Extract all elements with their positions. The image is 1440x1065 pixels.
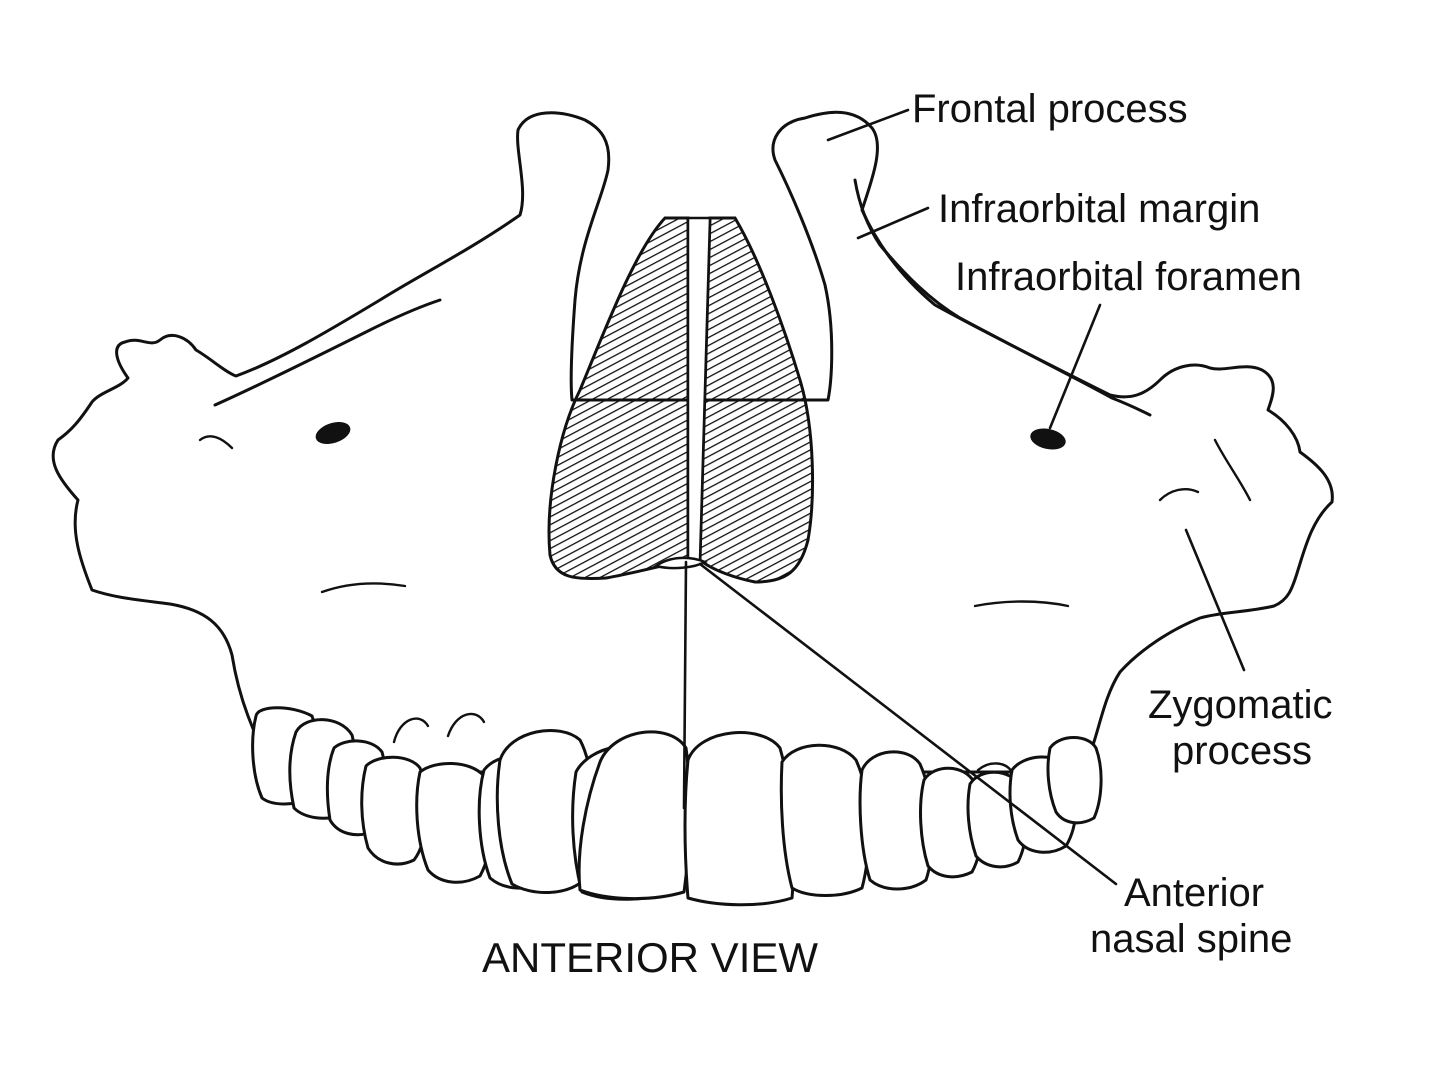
tooth xyxy=(415,761,494,884)
tooth xyxy=(919,766,984,879)
label-zygomatic-process-line2: process xyxy=(1172,729,1312,773)
zygomatic-ridge-right xyxy=(1213,438,1252,502)
teeth xyxy=(251,706,1103,907)
leader-nasal-spine-vertical xyxy=(682,560,688,810)
tooth xyxy=(1046,736,1103,825)
leader-frontal-process xyxy=(826,108,910,142)
leader-infraorbital-margin xyxy=(856,206,930,240)
bone-detail-right xyxy=(1158,488,1200,502)
infraorbital-margin-left xyxy=(213,298,442,407)
bone-detail-left-lower xyxy=(320,582,407,594)
anterior-nasal-spine-shape xyxy=(653,556,708,570)
gum-contour xyxy=(976,762,1014,774)
infraorbital-foramen-left xyxy=(315,421,351,445)
label-anterior-nasal-spine-line1: Anterior xyxy=(1124,871,1264,915)
label-infraorbital-margin: Infraorbital margin xyxy=(938,187,1260,231)
infraorbital-margin-right xyxy=(853,178,1152,417)
gum-contour xyxy=(446,712,486,738)
tooth xyxy=(779,743,871,897)
label-infraorbital-foramen: Infraorbital foramen xyxy=(955,255,1302,299)
nasal-aperture-left xyxy=(547,216,690,581)
nasal-aperture xyxy=(547,216,815,584)
label-anterior-nasal-spine-line2: nasal spine xyxy=(1090,917,1292,961)
leader-nasal-spine-diagonal xyxy=(698,562,1118,886)
bone-detail-left xyxy=(198,435,234,450)
leader-lines xyxy=(682,108,1246,886)
leader-zygomatic-process xyxy=(1184,528,1246,672)
gum-contour xyxy=(392,717,430,744)
tooth xyxy=(577,730,692,901)
leader-infraorbital-foramen xyxy=(1048,303,1102,430)
nasal-aperture-right xyxy=(698,216,815,584)
infraorbital-foramen-right xyxy=(1030,428,1066,450)
bone-detail-right-lower xyxy=(973,600,1070,608)
label-frontal-process: Frontal process xyxy=(912,87,1188,131)
label-zygomatic-process-line1: Zygomatic xyxy=(1148,683,1333,727)
diagram-caption: ANTERIOR VIEW xyxy=(482,934,818,981)
tooth xyxy=(360,755,429,866)
tooth xyxy=(683,731,795,907)
tooth xyxy=(858,750,934,891)
